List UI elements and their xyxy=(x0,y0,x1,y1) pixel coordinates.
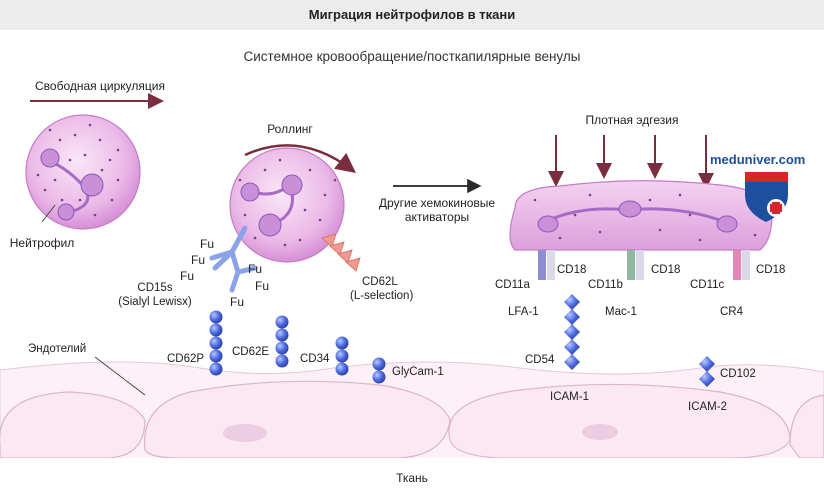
watermark-shield-icon xyxy=(745,172,788,222)
cd18-label-1: CD18 xyxy=(557,264,586,276)
glycam-1-receptor xyxy=(372,357,386,384)
firm-adhesion-arrows xyxy=(548,135,714,189)
cd62e-label: CD62E xyxy=(232,346,269,358)
cd62l-receptor xyxy=(321,233,361,272)
lfa-1-integrin xyxy=(538,250,555,280)
cd11a-label: CD11a xyxy=(495,279,531,291)
adherent-neutrophil-cell xyxy=(509,180,773,251)
cd102-label: CD102 xyxy=(720,368,756,380)
cr4-integrin xyxy=(733,250,750,280)
glycam-label: GlyCam-1 xyxy=(392,366,444,378)
neutrophil-label: Нейтрофил xyxy=(10,236,74,250)
endothelium-pointer xyxy=(94,356,146,396)
cd15s-label: CD15s xyxy=(137,282,172,294)
rolling-neutrophil-cell xyxy=(229,147,345,263)
chemokine-label-line2: активаторы xyxy=(405,210,469,224)
icam-2-molecule xyxy=(699,356,715,387)
mac-1-integrin xyxy=(627,250,644,280)
diagram-title: Миграция нейтрофилов в ткани xyxy=(309,7,515,22)
endothelium xyxy=(0,361,824,491)
mac1-label: Mac-1 xyxy=(605,306,637,318)
l-selection-label: (L-selection) xyxy=(350,290,413,302)
cd62l-label: CD62L xyxy=(362,276,398,288)
cd11b-label: CD11b xyxy=(588,279,623,291)
free-neutrophil-cell xyxy=(25,114,141,230)
rolling-arrow xyxy=(244,144,356,174)
cd18-label-3: CD18 xyxy=(756,264,785,276)
icam2-label: ICAM-2 xyxy=(688,401,727,413)
icam-1-molecule xyxy=(564,294,580,370)
cd62p-label: CD62P xyxy=(167,353,204,365)
cd18-label-2: CD18 xyxy=(651,264,680,276)
sialyl-lewisx-label: (Sialyl Lewisx) xyxy=(118,296,192,308)
cd34-label: CD34 xyxy=(300,353,330,365)
fu-label-2: Fu xyxy=(191,253,205,267)
title-band xyxy=(0,0,824,30)
fu-label-1: Fu xyxy=(200,237,214,251)
free-circulation-label: Свободная циркуляция xyxy=(35,79,165,93)
cd62p-receptor xyxy=(209,310,223,376)
cd11c-label: CD11c xyxy=(690,279,725,291)
watermark-text: meduniver.com xyxy=(710,152,805,167)
firm-adhesion-label: Плотная эдгезия xyxy=(586,113,679,127)
cr4-label: CR4 xyxy=(720,306,744,318)
cd15s-sialyl-lewisx-branch xyxy=(209,225,258,293)
chemokine-label-line1: Другие хемокиновые xyxy=(379,196,495,210)
cd54-label: CD54 xyxy=(525,354,555,366)
icam1-label: ICAM-1 xyxy=(550,391,589,403)
tissue-label: Ткань xyxy=(396,471,428,485)
fu-label-5: Fu xyxy=(255,279,269,293)
fu-label-4: Fu xyxy=(248,262,262,276)
rolling-label: Роллинг xyxy=(267,122,313,136)
fu-label-3: Fu xyxy=(180,269,194,283)
endothelium-label: Эндотелий xyxy=(28,343,86,355)
cd62e-receptor xyxy=(275,315,289,368)
neutrophil-pointer xyxy=(41,204,56,223)
fu-label-6: Fu xyxy=(230,295,244,309)
cd34-receptor xyxy=(335,336,349,376)
diagram-subtitle: Системное кровообращение/посткапилярные … xyxy=(244,49,581,64)
lfa1-label: LFA-1 xyxy=(508,306,539,318)
